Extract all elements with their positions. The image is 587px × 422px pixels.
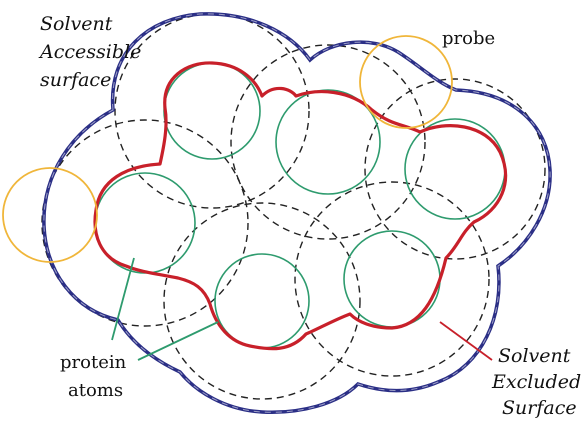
accessible-surface-label-line-1: Solvent	[40, 13, 113, 35]
probe-circle	[2, 167, 98, 263]
probe-circles	[2, 35, 453, 263]
excluded-surface-leader-line	[439, 321, 493, 361]
probe-label: probe	[442, 28, 495, 49]
accessible-surface-label-line-3: surface	[40, 69, 111, 91]
excluded-surface-label-line-3: Surface	[502, 397, 577, 419]
excluded-surface-label-line-1: Solvent	[498, 345, 571, 367]
solvent-excluded-surface	[93, 61, 508, 351]
protein-atom-circles	[94, 62, 506, 349]
accessible-surface-label-line-2: Accessible	[38, 41, 141, 63]
labels: Solvent Accessible surface probe protein…	[38, 13, 581, 419]
protein-atom	[404, 118, 506, 220]
leader-lines	[111, 257, 493, 361]
accessible-surface-dash-overlay	[43, 13, 551, 413]
expanded-atom-circle	[114, 13, 310, 209]
protein-atom	[343, 230, 441, 328]
expanded-atom-circle	[230, 44, 426, 240]
protein-atoms-label-line-1: protein	[60, 352, 127, 373]
expanded-atom-circle	[41, 119, 249, 327]
atom-leader-line	[137, 321, 219, 361]
probe-circle	[359, 35, 453, 129]
expanded-atom-circle	[294, 181, 490, 377]
protein-atom	[275, 89, 381, 195]
expanded-atom-circle	[163, 202, 361, 400]
excluded-surface-label-line-2: Excluded	[491, 371, 581, 393]
expanded-atom-circle	[364, 78, 546, 260]
atom-leader-line	[111, 257, 135, 341]
protein-atoms-label-line-2: atoms	[68, 380, 123, 401]
